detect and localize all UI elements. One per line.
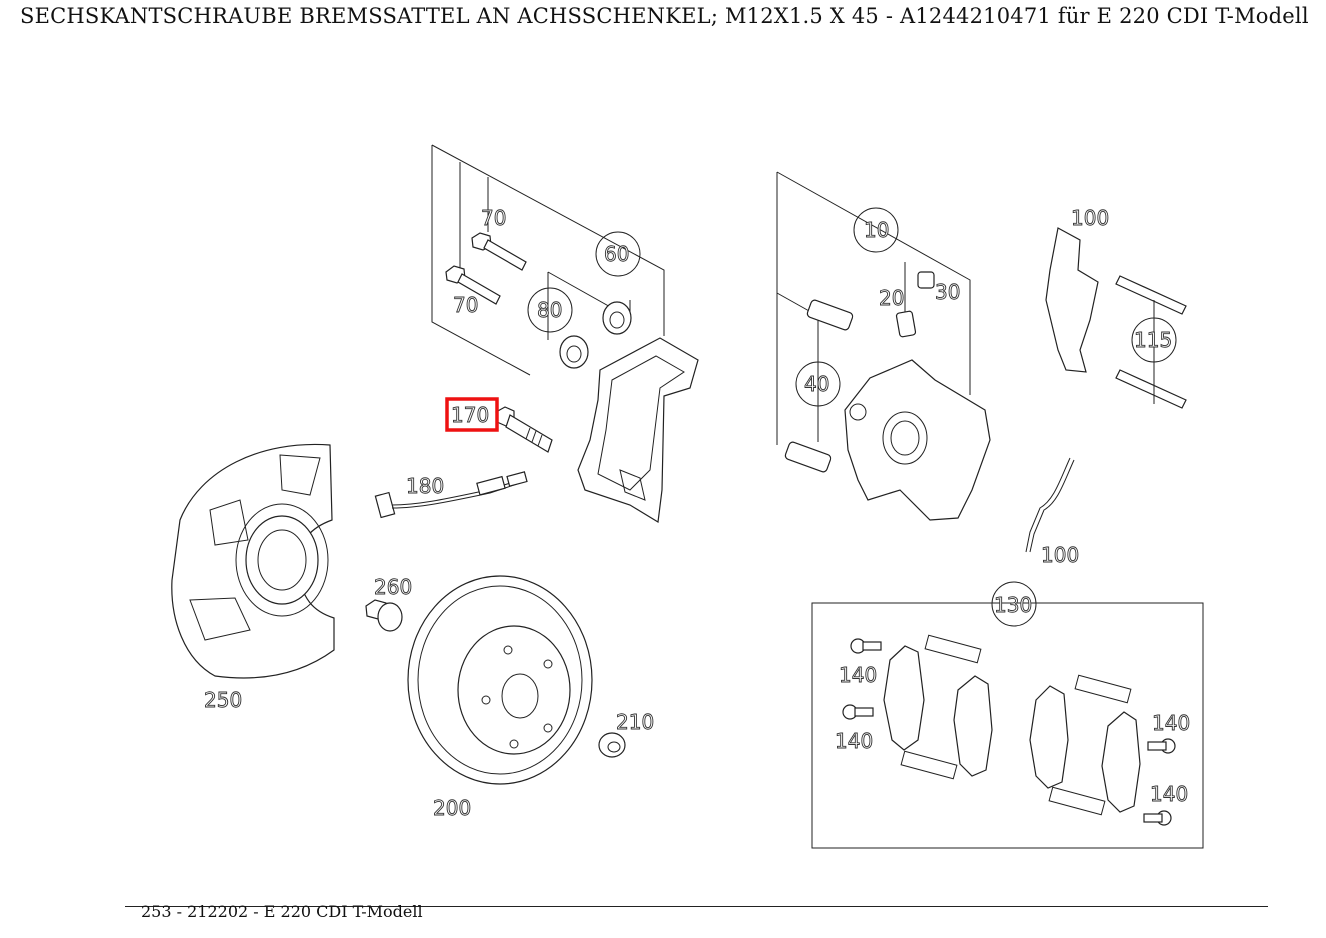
guide-pin-40-lower[interactable]	[784, 441, 832, 473]
footer-rule	[125, 906, 1268, 907]
callout-100[interactable]: 100	[1071, 206, 1110, 231]
callout-250[interactable]: 250	[204, 688, 243, 713]
highlight-box-170	[445, 397, 499, 432]
callout-130[interactable]: 130	[994, 593, 1033, 618]
callout-140[interactable]: 140	[839, 663, 878, 688]
guide-pin-40-upper[interactable]	[806, 299, 854, 331]
bolt-70-upper[interactable]	[471, 232, 527, 271]
callout-115[interactable]: 115	[1134, 328, 1173, 353]
wear-sensor-180[interactable]	[374, 471, 528, 519]
bolt-70-lower[interactable]	[445, 265, 501, 305]
bleed-screw-20[interactable]	[895, 310, 917, 338]
callout-10[interactable]: 10	[864, 218, 890, 243]
brake-caliper-10[interactable]	[844, 359, 991, 521]
caliper-bracket[interactable]	[577, 337, 699, 523]
cap-30[interactable]	[917, 271, 935, 289]
callout-60[interactable]: 60	[604, 242, 630, 267]
callout-180[interactable]: 180	[406, 474, 445, 499]
brake-disc-200[interactable]	[407, 575, 593, 785]
callout-80[interactable]: 80	[537, 298, 563, 323]
bracket-group-lines	[431, 144, 665, 376]
callout-70[interactable]: 70	[453, 293, 479, 318]
page-title: SECHSKANTSCHRAUBE BREMSSATTEL AN ACHSSCH…	[20, 4, 1309, 28]
guide-pin-115-lower[interactable]	[1115, 369, 1187, 409]
callout-100[interactable]: 100	[1041, 543, 1080, 568]
callout-30[interactable]: 30	[935, 280, 961, 305]
spring-clip-100-lower[interactable]	[1025, 457, 1075, 553]
callout-140[interactable]: 140	[1150, 782, 1189, 807]
screw-210[interactable]	[598, 732, 626, 758]
nut-80-upper[interactable]	[602, 301, 632, 335]
pad-clips[interactable]	[900, 634, 1132, 816]
callout-circles	[527, 207, 1177, 627]
footer-caption: 253 - 212202 - E 220 CDI T-Modell	[141, 902, 423, 921]
guide-pin-115-upper[interactable]	[1115, 275, 1187, 315]
callout-140[interactable]: 140	[835, 729, 874, 754]
callout-70[interactable]: 70	[481, 206, 507, 231]
callout-40[interactable]: 40	[804, 372, 830, 397]
callout-260[interactable]: 260	[374, 575, 413, 600]
splash-shield-250[interactable]	[171, 443, 335, 679]
callout-210[interactable]: 210	[616, 710, 655, 735]
callout-200[interactable]: 200	[433, 796, 472, 821]
hex-bolt-170[interactable]	[495, 406, 553, 453]
callout-140[interactable]: 140	[1152, 711, 1191, 736]
bolt-260[interactable]	[365, 599, 403, 632]
callout-170[interactable]: 170	[451, 403, 490, 428]
callout-20[interactable]: 20	[879, 286, 905, 311]
pad-kit-box-130	[811, 602, 1204, 849]
brake-pads[interactable]	[883, 645, 1141, 813]
bolts-140[interactable]	[842, 638, 1176, 826]
nut-80-lower[interactable]	[559, 335, 589, 369]
spring-clip-100-upper[interactable]	[1045, 227, 1099, 373]
